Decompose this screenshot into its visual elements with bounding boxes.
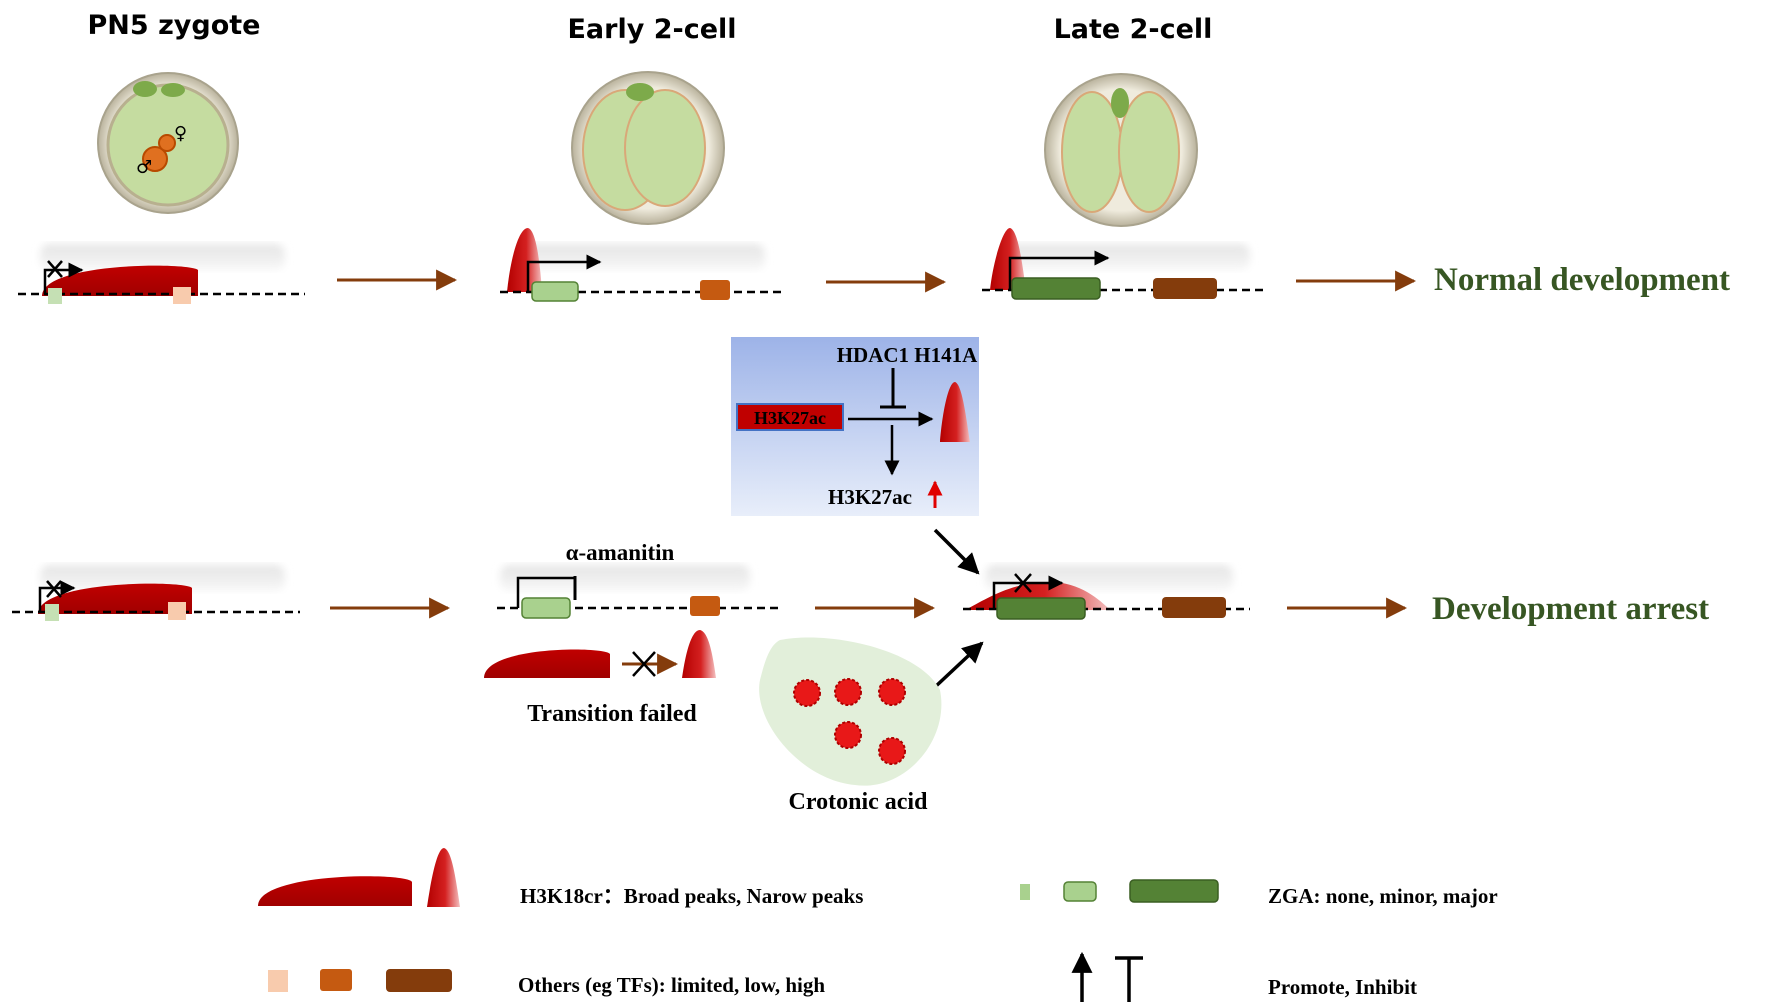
normal-row-pn5-track bbox=[18, 244, 305, 304]
tf-limited-box bbox=[173, 287, 191, 304]
zga-none-box bbox=[48, 288, 62, 304]
zga-major-gene bbox=[1011, 277, 1101, 300]
legend-promote-inhibit-text: Promote, Inhibit bbox=[1268, 975, 1417, 999]
tf-limited-box-2 bbox=[168, 602, 186, 620]
zga-none-box-2 bbox=[45, 604, 59, 621]
pn5-zygote-embryo: ♂ ♀ bbox=[97, 72, 239, 214]
tf-high-box-2 bbox=[1162, 597, 1226, 618]
arrow-inset-to-arrest bbox=[933, 528, 980, 575]
inset-h3k27ac-box-label: H3K27ac bbox=[754, 408, 826, 428]
outcome-development-arrest: Development arrest bbox=[1432, 591, 1709, 627]
legend-tf-high bbox=[386, 969, 452, 992]
crotonic-acid-cell: Crotonic acid bbox=[759, 637, 942, 815]
arrest-row-pn5-track bbox=[12, 565, 300, 621]
early-2cell-embryo bbox=[571, 71, 725, 225]
stage-title-pn5: PN5 zygote bbox=[88, 10, 261, 41]
inset-h3k27ac-result: H3K27ac bbox=[828, 485, 912, 509]
legend-zga-none bbox=[1020, 884, 1030, 900]
transition-failed-group: Transition failed bbox=[484, 630, 716, 727]
late-2cell-embryo bbox=[1044, 73, 1198, 227]
hdac1-inset-panel: HDAC1 H141A H3K27ac H3K27ac bbox=[731, 337, 979, 516]
inset-hdac1-label: HDAC1 H141A bbox=[837, 343, 978, 367]
zga-minor-gene-2 bbox=[521, 597, 571, 619]
transition-failed-label: Transition failed bbox=[527, 701, 697, 727]
arrow-crotonic-to-arrest bbox=[933, 641, 984, 689]
legend-h3k18cr-text: H3K18cr：Broad peaks, Narow peaks bbox=[520, 884, 863, 908]
crotonic-acid-label: Crotonic acid bbox=[789, 789, 929, 815]
legend-others-text: Others (eg TFs): limited, low, high bbox=[518, 973, 825, 997]
normal-row-early-track bbox=[500, 228, 785, 302]
tf-low-box-2 bbox=[690, 596, 720, 616]
alpha-amanitin-label: α-amanitin bbox=[566, 540, 675, 565]
female-symbol: ♀ bbox=[174, 123, 187, 144]
legend-tf-low bbox=[320, 969, 352, 991]
outcome-normal-development: Normal development bbox=[1434, 262, 1730, 298]
tf-high-box bbox=[1153, 278, 1217, 299]
legend-broad-peak bbox=[258, 876, 412, 906]
stage-title-late-2cell: Late 2-cell bbox=[1054, 14, 1213, 45]
inset-h3k27ac-box bbox=[736, 403, 844, 431]
stage-title-early-2cell: Early 2-cell bbox=[567, 14, 736, 45]
legend-zga-major bbox=[1129, 879, 1219, 903]
legend-tf-limited bbox=[268, 970, 288, 992]
zga-minor-gene bbox=[531, 281, 579, 302]
legend-zga-text: ZGA: none, minor, major bbox=[1268, 884, 1498, 908]
legend-zga-minor bbox=[1063, 881, 1097, 902]
arrest-row-early-track: α-amanitin bbox=[497, 540, 780, 619]
legend-narrow-peak bbox=[427, 848, 460, 907]
zga-major-gene-2 bbox=[996, 597, 1086, 620]
normal-row-late-track bbox=[982, 228, 1268, 300]
tf-low-box bbox=[700, 280, 730, 300]
male-symbol: ♂ bbox=[136, 157, 152, 178]
arrest-row-late-track bbox=[963, 565, 1250, 620]
legend: H3K18cr：Broad peaks, Narow peaks ZGA: no… bbox=[258, 848, 1498, 1002]
